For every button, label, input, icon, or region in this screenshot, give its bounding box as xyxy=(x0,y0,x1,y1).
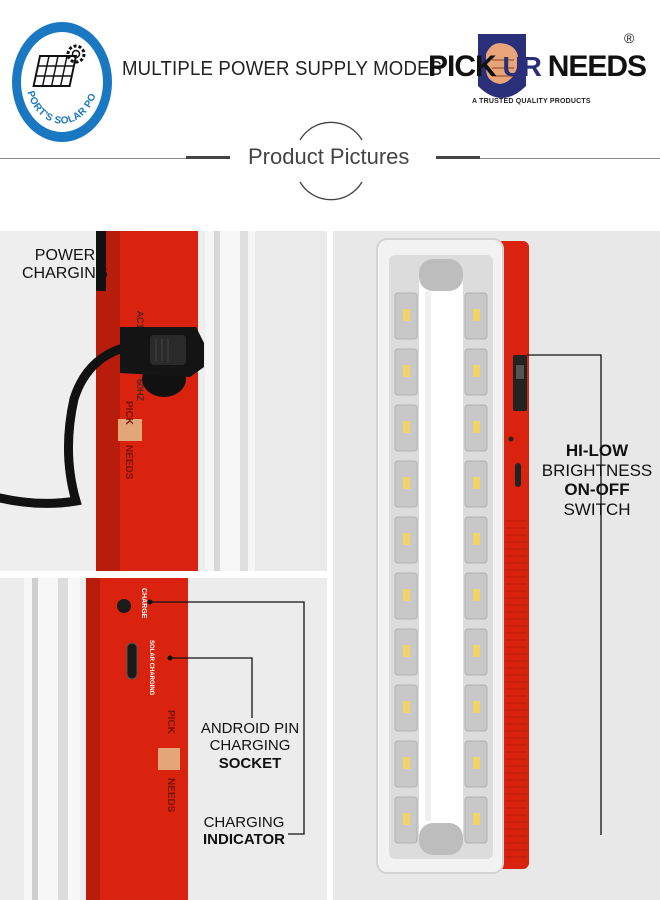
panel-hi-low-switch: HI-LOW BRIGHTNESS ON-OFF SWITCH xyxy=(333,231,660,900)
led-chip xyxy=(473,813,480,825)
led-chip xyxy=(403,309,410,321)
power-charging-illustration: AC110 60HZ PICK NEEDS xyxy=(0,231,327,571)
svg-text:CHARGE: CHARGE xyxy=(140,588,147,619)
brand-logo xyxy=(478,34,526,98)
led-chip xyxy=(473,645,480,657)
svg-text:NEEDS: NEEDS xyxy=(165,778,176,813)
svg-text:PICK: PICK xyxy=(165,710,176,735)
led-chip xyxy=(403,589,410,601)
led-chip xyxy=(473,701,480,713)
header: SUPPORT'S SOLAR POWER MULTIPLE POWER SUP… xyxy=(0,0,660,228)
led-chip xyxy=(473,421,480,433)
registered-mark: ® xyxy=(624,30,635,46)
divider-accent-left xyxy=(186,156,230,159)
android-socket-callout: ANDROID PIN CHARGING SOCKET xyxy=(200,720,300,772)
hi-low-switch-callout: HI-LOW BRIGHTNESS ON-OFF SWITCH xyxy=(541,441,653,519)
led-chip xyxy=(473,365,480,377)
led-chip xyxy=(403,701,410,713)
led-chip xyxy=(473,757,480,769)
led-chip xyxy=(403,757,410,769)
led-chip xyxy=(403,813,410,825)
emergency-light-illustration xyxy=(376,238,602,874)
svg-text:NEEDS: NEEDS xyxy=(123,445,134,480)
solar-power-badge-icon: SUPPORT'S SOLAR POWER xyxy=(10,16,112,142)
led-chip xyxy=(473,309,480,321)
led-chip xyxy=(473,589,480,601)
led-chip xyxy=(403,533,410,545)
svg-text:SOLAR CHARGING: SOLAR CHARGING xyxy=(148,640,154,696)
divider-accent-right xyxy=(436,156,480,159)
section-title: Product Pictures xyxy=(248,144,410,169)
panel-power-charging: AC110 60HZ PICK NEEDS POWER CHARGING xyxy=(0,231,327,571)
svg-text:60HZ: 60HZ xyxy=(135,379,145,402)
divider-left xyxy=(0,158,186,159)
headline: MULTIPLE POWER SUPPLY MODES xyxy=(122,58,443,80)
led-chip xyxy=(403,645,410,657)
led-chip xyxy=(473,533,480,545)
brand-tagline: A TRUSTED QUALITY PRODUCTS xyxy=(472,98,591,105)
led-chip xyxy=(403,477,410,489)
panel-charging-ports: CHARGE SOLAR CHARGING PICK NEEDS ANDROID… xyxy=(0,578,327,900)
title-arc-ornament xyxy=(299,121,363,201)
led-chip xyxy=(403,365,410,377)
led-chip xyxy=(403,421,410,433)
divider-right xyxy=(480,158,660,159)
power-charging-callout: POWER CHARGING xyxy=(22,247,109,283)
charging-ports-illustration: CHARGE SOLAR CHARGING PICK NEEDS xyxy=(24,578,305,900)
led-chip xyxy=(473,477,480,489)
svg-text:AC110: AC110 xyxy=(135,311,145,338)
charging-indicator-callout: CHARGING INDICATOR xyxy=(203,814,285,849)
svg-text:PICK: PICK xyxy=(123,401,134,426)
